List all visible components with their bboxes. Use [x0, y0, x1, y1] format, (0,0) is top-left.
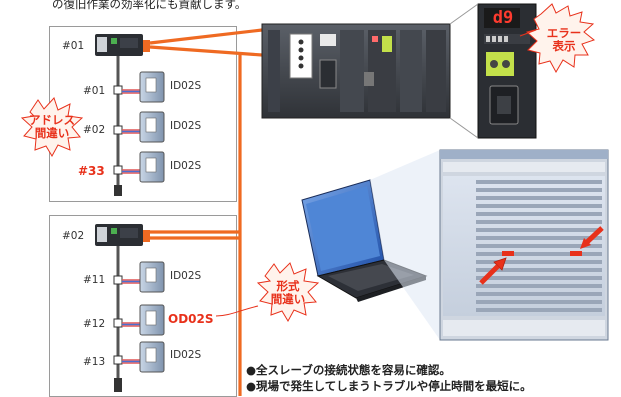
slave-device-1-2 — [113, 111, 165, 143]
master-module-2 — [95, 224, 150, 246]
slave-addr-2-3: #13 — [83, 356, 106, 368]
slave-model-1-3: ID02S — [170, 160, 202, 172]
master-module-1 — [95, 34, 150, 56]
error-callout-label: エラー 表示 — [546, 26, 582, 53]
slave-device-1-3 — [113, 151, 165, 183]
slave-device-1-1 — [113, 71, 165, 103]
slave-model-1-2: ID02S — [170, 120, 202, 132]
address-error-label: アドレス 間違い — [29, 113, 75, 140]
error-burst-address — [20, 97, 84, 158]
slave-model-1-1: ID02S — [170, 80, 202, 92]
slave-addr-2-1: #11 — [83, 274, 106, 286]
slave-device-2-2 — [113, 304, 165, 336]
error-burst-plc — [525, 3, 596, 74]
slave-device-2-1 — [113, 261, 165, 293]
software-screen — [439, 149, 609, 341]
error-burst-pointer — [519, 29, 537, 37]
type-error-pointer — [215, 305, 259, 317]
bullet-1: ●全スレーブの接続状態を容易に確認。 — [246, 363, 451, 377]
zoom-connector — [449, 3, 479, 139]
master-label-2: #02 — [62, 230, 85, 242]
bus-cable-master1-mid — [149, 45, 263, 57]
plc-module-detail — [477, 3, 537, 139]
type-error-label: 形式 間違い — [270, 279, 306, 306]
slave-addr-2-2: #12 — [83, 318, 106, 330]
error-burst-type — [256, 262, 320, 323]
master-label-1: #01 — [62, 40, 85, 52]
plc-error-display: d9 — [492, 8, 514, 28]
slave-addr-1-1: #01 — [83, 85, 106, 97]
slave-model-2-2: OD02S — [168, 312, 214, 326]
screen-zoom-wedge — [370, 150, 440, 340]
slave-addr-1-3: #33 — [78, 164, 105, 178]
bus-cables — [149, 28, 263, 396]
bullet-2: ●現場で発生してしまうトラブルや停止時間を最短に。 — [246, 379, 532, 393]
slave-model-2-1: ID02S — [170, 270, 202, 282]
slave-model-2-3: ID02S — [170, 349, 202, 361]
header-caption: の復旧作業の効率化にも貢献します。 — [52, 0, 247, 11]
plc-rack — [261, 23, 451, 119]
slave-device-2-3 — [113, 341, 165, 373]
bus-cable-master1-top — [149, 28, 263, 45]
slave-addr-1-2: #02 — [83, 124, 106, 136]
